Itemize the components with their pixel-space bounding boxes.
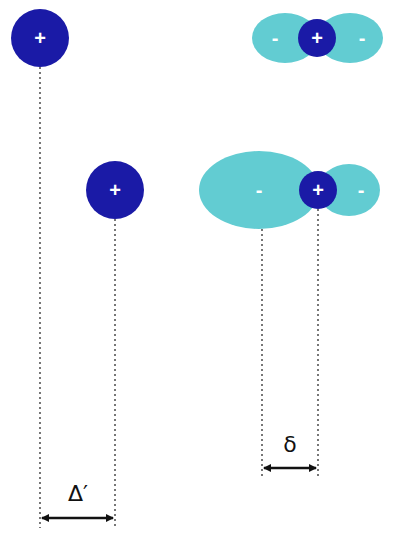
dimension-arrow <box>264 467 316 470</box>
charge-sign: - <box>256 180 263 200</box>
nucleus-circle: + <box>11 9 69 67</box>
dotted-guide <box>114 219 116 528</box>
dotted-guide <box>261 229 263 478</box>
charge-sign: - <box>359 28 366 48</box>
charge-sign: + <box>34 28 46 48</box>
charge-sign: + <box>312 180 324 200</box>
charge-sign: - <box>272 28 279 48</box>
dimension-label: Δ′ <box>66 482 90 506</box>
dotted-guide <box>317 209 319 478</box>
dimension-arrow <box>42 517 113 520</box>
dotted-guide <box>39 67 41 528</box>
dimension-label: δ <box>281 433 298 457</box>
charge-sign: + <box>109 180 121 200</box>
nucleus-circle: + <box>299 171 337 209</box>
charge-sign: + <box>311 28 323 48</box>
nucleus-circle: + <box>298 19 336 57</box>
charge-sign: - <box>358 180 365 200</box>
nucleus-circle: + <box>86 161 144 219</box>
